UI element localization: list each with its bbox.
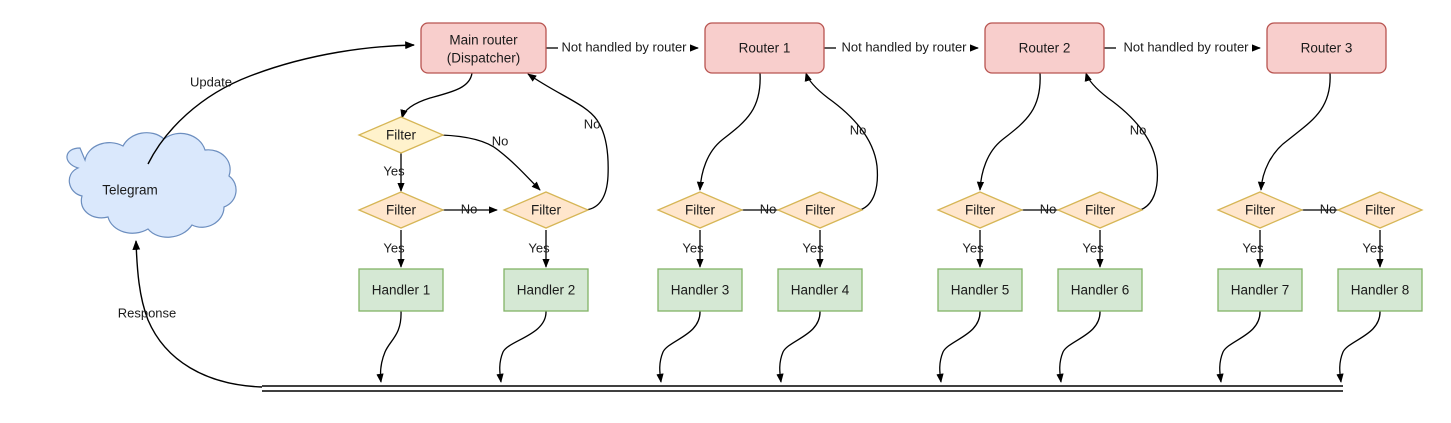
handler-7-label: Handler 7: [1231, 283, 1290, 298]
edge-label-no-b2: No: [850, 122, 867, 137]
edge-response: Response: [118, 240, 263, 388]
edge-filter-a1-no: [440, 134, 541, 191]
router-main-label-line2: (Dispatcher): [447, 51, 521, 66]
filter-d2-label: Filter: [1365, 203, 1396, 218]
router-node-3[interactable]: Router 3: [1266, 22, 1387, 74]
filter-a2-label: Filter: [386, 203, 417, 218]
handler-node-2[interactable]: Handler 2: [503, 268, 589, 312]
handler-node-6[interactable]: Handler 6: [1057, 268, 1143, 312]
edge-label-yes-c2: Yes: [1082, 240, 1104, 255]
edge-response-path: [132, 240, 263, 388]
filter-d1-label: Filter: [1245, 203, 1276, 218]
handler-2-label: Handler 2: [517, 283, 576, 298]
filter-b1-label: Filter: [685, 203, 716, 218]
handler-to-bus-edges: [376, 310, 1381, 383]
filter-c1-label: Filter: [965, 203, 996, 218]
filter-node-a2[interactable]: Filter: [357, 191, 445, 229]
router-node-2[interactable]: Router 2: [984, 22, 1105, 74]
edge-label-yes-b2: Yes: [802, 240, 824, 255]
filter-c2-label: Filter: [1085, 203, 1116, 218]
router-node-main[interactable]: Main router (Dispatcher): [420, 22, 547, 74]
handler-8-label: Handler 8: [1351, 283, 1410, 298]
edge-label-yes-b1: Yes: [682, 240, 704, 255]
edge-response-label: Response: [118, 305, 177, 320]
edge-label-not-handled-2: Not handled by router: [841, 39, 967, 54]
handler-node-4[interactable]: Handler 4: [777, 268, 863, 312]
telegram-cloud-node: Telegram: [66, 132, 237, 238]
edge-label-yes-d1: Yes: [1242, 240, 1264, 255]
edge-label-yes-a2: Yes: [383, 240, 405, 255]
edge-filter-c2-no-back: [1084, 72, 1159, 211]
response-bus: [262, 385, 1343, 392]
edge-label-no-c2: No: [1130, 122, 1147, 137]
edge-update-path: [147, 41, 415, 165]
edge-label-no-d1: No: [1320, 201, 1337, 216]
handler-node-8[interactable]: Handler 8: [1337, 268, 1423, 312]
filter-a1-label: Filter: [386, 128, 417, 143]
handler-node-5[interactable]: Handler 5: [937, 268, 1023, 312]
edge-label-no-a3: No: [584, 116, 601, 131]
handler-node-3[interactable]: Handler 3: [657, 268, 743, 312]
edge-router1-to-router2: Not handled by router: [824, 39, 979, 54]
handler-4-label: Handler 4: [791, 283, 850, 298]
filter-node-d1[interactable]: Filter: [1216, 191, 1304, 229]
edge-main-to-filter-a1: [400, 72, 473, 119]
telegram-label: Telegram: [102, 183, 158, 198]
filter-node-b1[interactable]: Filter: [656, 191, 744, 229]
router-3-label: Router 3: [1301, 41, 1353, 56]
filter-a3-label: Filter: [531, 203, 562, 218]
filter-node-d2[interactable]: Filter: [1336, 191, 1424, 229]
edge-main-to-router1: Not handled by router: [546, 39, 699, 54]
edge-update: Update: [147, 41, 415, 165]
edge-router2-to-filter-c1: [976, 72, 1041, 191]
edge-label-yes-a1: Yes: [383, 163, 405, 178]
edge-router3-to-filter-d1: [1257, 72, 1331, 191]
router-node-1[interactable]: Router 1: [704, 22, 825, 74]
edge-label-not-handled-1: Not handled by router: [561, 39, 687, 54]
handler-1-label: Handler 1: [372, 283, 431, 298]
handler-6-label: Handler 6: [1071, 283, 1130, 298]
filter-node-a1[interactable]: Filter: [357, 116, 445, 154]
edge-label-yes-a3: Yes: [528, 240, 550, 255]
edge-filter-b2-no-back: [804, 72, 879, 211]
handler-3-label: Handler 3: [671, 283, 730, 298]
edge-router2-to-router3: Not handled by router: [1104, 39, 1261, 54]
router-main-label-line1: Main router: [449, 33, 518, 48]
router-1-label: Router 1: [739, 41, 791, 56]
edge-label-no-c1: No: [1040, 201, 1057, 216]
handler-5-label: Handler 5: [951, 283, 1010, 298]
edge-update-label: Update: [190, 74, 232, 89]
filter-node-b2[interactable]: Filter: [776, 191, 864, 229]
cloud-shape: [66, 132, 237, 238]
edge-router1-to-filter-b1: [696, 72, 761, 191]
handler-node-7[interactable]: Handler 7: [1217, 268, 1303, 312]
router-2-label: Router 2: [1019, 41, 1071, 56]
edge-label-no-a2: No: [461, 201, 478, 216]
filter-node-c1[interactable]: Filter: [936, 191, 1024, 229]
edge-filter-a3-no-back: [527, 73, 609, 211]
filter-b2-label: Filter: [805, 203, 836, 218]
handler-node-1[interactable]: Handler 1: [358, 268, 444, 312]
edge-label-not-handled-3: Not handled by router: [1123, 39, 1249, 54]
edge-label-no-b1: No: [760, 201, 777, 216]
edge-label-yes-d2: Yes: [1362, 240, 1384, 255]
filter-node-a3[interactable]: Filter: [502, 191, 590, 229]
filter-node-c2[interactable]: Filter: [1056, 191, 1144, 229]
edge-label-no-a1: No: [492, 133, 509, 148]
edge-label-yes-c1: Yes: [962, 240, 984, 255]
